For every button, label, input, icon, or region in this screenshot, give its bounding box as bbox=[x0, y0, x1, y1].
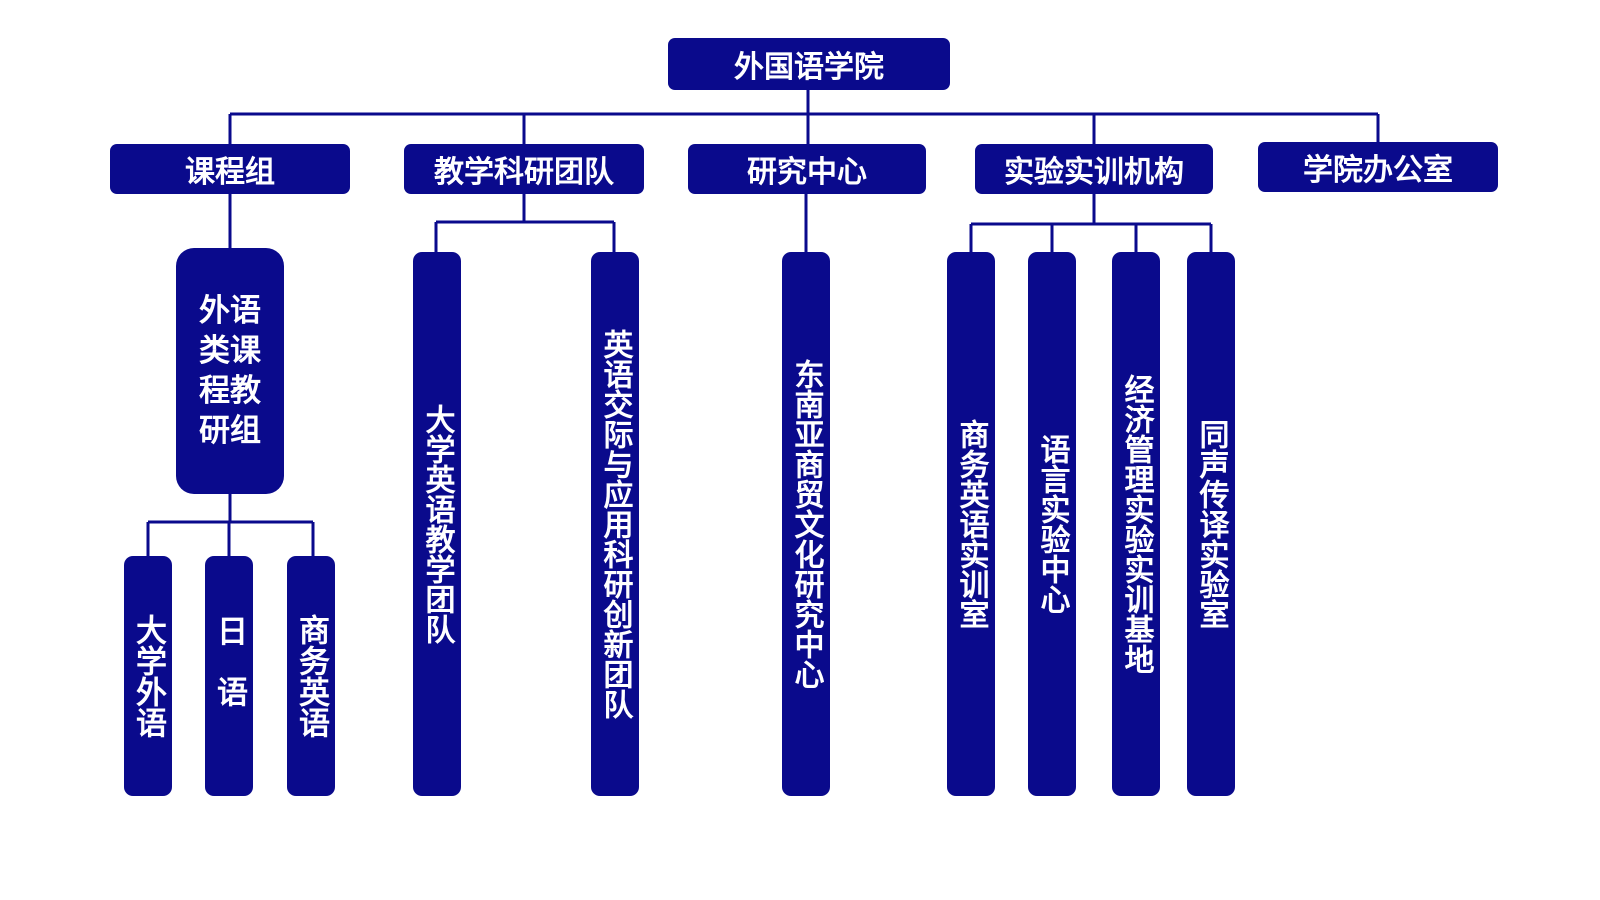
lab-economics-management-base: 经济管理实验实训基地 bbox=[1112, 252, 1160, 796]
branch-teaching-teams: 教学科研团队 bbox=[404, 144, 644, 194]
course-subgroup-node: 外语类课程教研组 bbox=[176, 248, 284, 494]
branch-labs: 实验实训机构 bbox=[975, 144, 1213, 194]
leaf-label: 大学外语 bbox=[130, 614, 166, 738]
team-label: 大学英语教学团队 bbox=[419, 404, 455, 644]
branch-label: 学院办公室 bbox=[1303, 153, 1453, 188]
branch-research-center: 研究中心 bbox=[688, 144, 926, 194]
leaf-label: 日语 bbox=[211, 615, 247, 737]
branch-label: 教学科研团队 bbox=[434, 155, 614, 190]
lab-label: 商务英语实训室 bbox=[953, 419, 989, 629]
team-label: 英语交际与应用科研创新团队 bbox=[597, 329, 633, 719]
branch-office: 学院办公室 bbox=[1258, 142, 1498, 192]
lab-simultaneous-interpretation: 同声传译实验室 bbox=[1187, 252, 1235, 796]
lab-label: 经济管理实验实训基地 bbox=[1118, 374, 1154, 674]
team-college-english: 大学英语教学团队 bbox=[413, 252, 461, 796]
branch-label: 研究中心 bbox=[747, 155, 867, 190]
branch-course-group: 课程组 bbox=[110, 144, 350, 194]
branch-label: 实验实训机构 bbox=[1004, 155, 1184, 190]
course-leaf-japanese: 日语 bbox=[205, 556, 253, 796]
branch-label: 课程组 bbox=[185, 155, 275, 190]
course-leaf-college-foreign-language: 大学外语 bbox=[124, 556, 172, 796]
lab-label: 同声传译实验室 bbox=[1193, 419, 1229, 629]
root-label: 外国语学院 bbox=[734, 50, 884, 85]
leaf-label: 商务英语 bbox=[293, 614, 329, 738]
root-node: 外国语学院 bbox=[668, 38, 950, 90]
center-southeast-asia-trade-culture: 东南亚商贸文化研究中心 bbox=[782, 252, 830, 796]
center-label: 东南亚商贸文化研究中心 bbox=[788, 359, 824, 689]
lab-label: 语言实验中心 bbox=[1034, 434, 1070, 614]
team-english-communication-research: 英语交际与应用科研创新团队 bbox=[591, 252, 639, 796]
lab-language-experiment-center: 语言实验中心 bbox=[1028, 252, 1076, 796]
lab-business-english-training-room: 商务英语实训室 bbox=[947, 252, 995, 796]
course-subgroup-label: 外语类课程教研组 bbox=[199, 293, 261, 449]
course-leaf-business-english: 商务英语 bbox=[287, 556, 335, 796]
